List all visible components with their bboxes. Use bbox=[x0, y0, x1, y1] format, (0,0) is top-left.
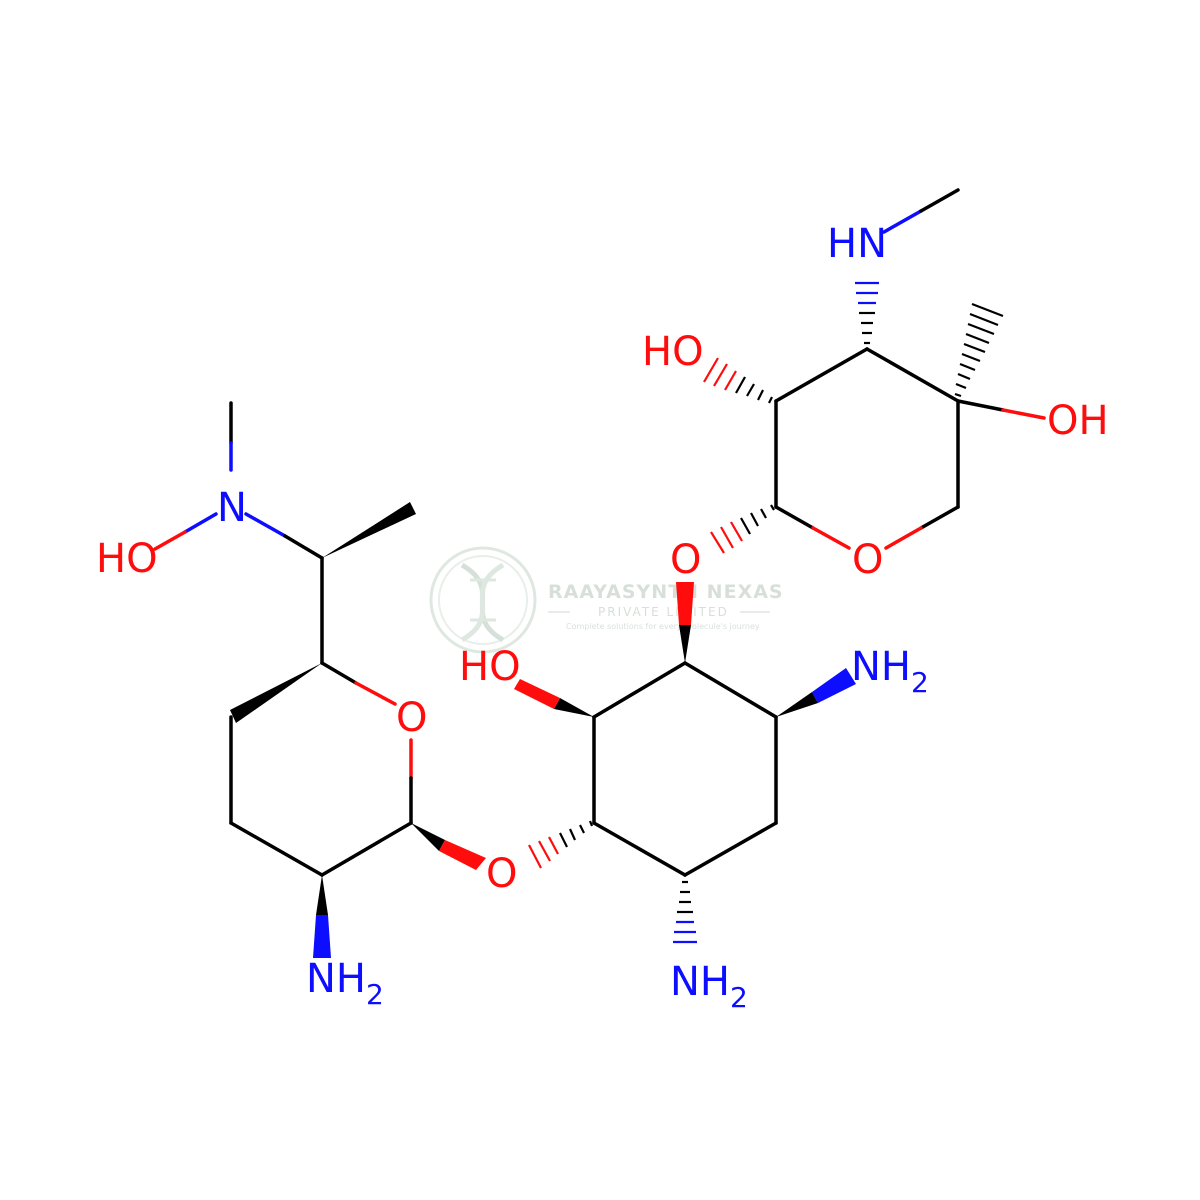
nh2-center-right-sub: 2 bbox=[911, 666, 929, 699]
bonds-central-ring bbox=[592, 661, 778, 877]
nh2-center-bottom-sub: 2 bbox=[730, 981, 748, 1014]
o-label-left-ring: O bbox=[396, 695, 427, 741]
nh2-left-main: NH bbox=[306, 956, 366, 1002]
atom-labels: HO N O NH2 O HO O NH2 NH2 O HO OH HN bbox=[96, 221, 1109, 1014]
o-label-glycoside-upper: O bbox=[670, 537, 701, 583]
watermark-tagline: Complete solutions for every molecule's … bbox=[566, 622, 760, 631]
ho-label-right-ring: HO bbox=[642, 329, 704, 375]
nh2-label-left: NH2 bbox=[306, 956, 384, 1011]
watermark: RAAYASYNTH NEXAS PRIVATE LIMITED Complet… bbox=[429, 546, 784, 654]
nh2-center-right-main: NH bbox=[851, 644, 911, 690]
n-label-hydroxylamine: N bbox=[217, 485, 247, 531]
dna-leaf-logo-icon bbox=[429, 546, 537, 654]
hashed-bonds bbox=[528, 281, 1004, 944]
watermark-subtitle: PRIVATE LIMITED bbox=[598, 605, 729, 619]
nh2-left-sub: 2 bbox=[366, 978, 384, 1011]
bonds-right-ring bbox=[774, 188, 1046, 550]
watermark-company: RAAYASYNTH NEXAS bbox=[548, 581, 784, 603]
wedge-bonds bbox=[230, 502, 856, 958]
nh2-label-center-bottom: NH2 bbox=[670, 959, 748, 1014]
nh2-center-bottom-main: NH bbox=[670, 959, 730, 1005]
bonds-left-ring bbox=[153, 401, 413, 877]
o-label-right-ring: O bbox=[852, 537, 883, 583]
o-label-glycoside-lower: O bbox=[486, 851, 517, 897]
ho-label-hydroxylamine: HO bbox=[96, 536, 158, 582]
ho-label-center: HO bbox=[459, 644, 521, 690]
oh-label-right-ring: OH bbox=[1047, 398, 1109, 444]
hn-label-methylamino: HN bbox=[827, 221, 887, 267]
nh2-label-center-right: NH2 bbox=[851, 644, 929, 699]
